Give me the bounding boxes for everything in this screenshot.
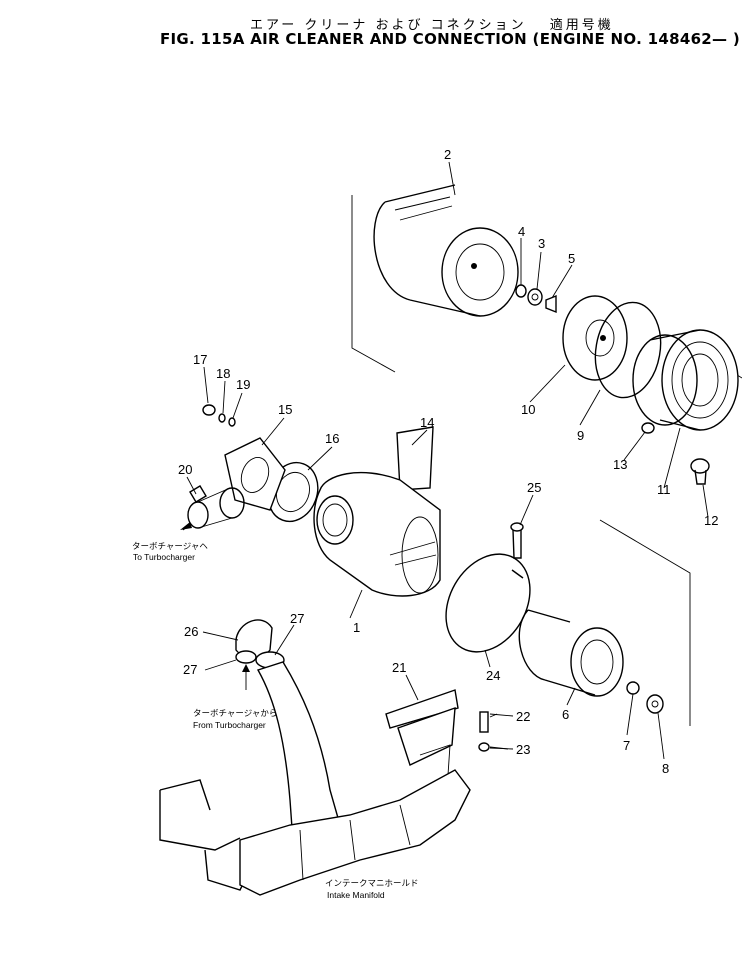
elbow-part-26 <box>235 619 285 669</box>
part-label-3: 3 <box>538 236 545 251</box>
housing-body-part-1 <box>313 472 441 597</box>
part-label-2: 2 <box>444 147 451 162</box>
washer-part-7 <box>626 681 640 695</box>
washer-part-4 <box>515 284 527 298</box>
washer-part-18 <box>218 413 226 423</box>
part-label-13: 13 <box>613 457 627 472</box>
part-label-12: 12 <box>704 513 718 528</box>
inner-filter-element-part-6 <box>518 609 624 697</box>
title-japanese: エアー クリーナ および コネクション 適用号機 <box>250 18 614 33</box>
annotation-notes: ターボチャージャヘ To Turbocharger ターボチャージャから Fro… <box>132 541 419 900</box>
from-turbo-note-en: From Turbocharger <box>193 720 266 730</box>
figure-title: FIG. 115A AIR CLEANER AND CONNECTION (EN… <box>160 30 741 48</box>
part-label-6: 6 <box>562 707 569 722</box>
nut-part-8 <box>646 694 664 714</box>
lower-reference-plane <box>599 519 691 726</box>
cover-part-11 <box>632 329 739 431</box>
part-label-7: 7 <box>623 738 630 753</box>
part-label-4: 4 <box>518 224 525 239</box>
part-label-20: 20 <box>178 462 192 477</box>
part-label-16: 16 <box>325 431 339 446</box>
part-label-25: 25 <box>527 480 541 495</box>
part-label-15: 15 <box>278 402 292 417</box>
part-label-10: 10 <box>521 402 535 417</box>
manifold-note-en: Intake Manifold <box>327 890 385 900</box>
part-label-9: 9 <box>577 428 584 443</box>
clip-part-13 <box>641 422 655 434</box>
nut-part-3 <box>527 288 543 306</box>
part-label-22: 22 <box>516 709 530 724</box>
seal-ring-part-9 <box>594 301 662 399</box>
wing-nut-part-5 <box>545 294 557 314</box>
part-label-17: 17 <box>193 352 207 367</box>
washer-part-23 <box>478 742 490 752</box>
leader-lines <box>186 161 709 760</box>
part-label-18: 18 <box>216 366 230 381</box>
intake-manifold <box>159 769 471 896</box>
to-turbo-note-en: To Turbocharger <box>133 552 195 562</box>
part-label-23: 23 <box>516 742 530 757</box>
part-label-8: 8 <box>662 761 669 776</box>
bolt-part-22 <box>479 711 489 733</box>
part-labels: 1 2 3 4 5 6 7 8 9 10 11 12 13 14 15 16 1… <box>178 147 718 776</box>
part-label-24: 24 <box>486 668 500 683</box>
part-label-14: 14 <box>420 415 434 430</box>
part-label-21: 21 <box>392 660 406 675</box>
bolt-part-25 <box>510 522 524 559</box>
part-label-27-upper: 27 <box>290 611 304 626</box>
part-label-5: 5 <box>568 251 575 266</box>
bracket-part-21 <box>385 689 459 776</box>
direction-arrows <box>180 522 250 690</box>
part-label-26: 26 <box>184 624 198 639</box>
baffle-part-10 <box>562 295 628 381</box>
part-label-19: 19 <box>236 377 250 392</box>
valve-part-12 <box>690 458 710 485</box>
part-label-1: 1 <box>353 620 360 635</box>
manifold-note-jp: インテークマニホールド <box>325 878 419 888</box>
plate-part-14 <box>396 426 434 491</box>
clamp-band-part-24 <box>445 553 531 653</box>
outer-filter-element <box>373 184 519 317</box>
washer-part-19 <box>228 417 236 427</box>
part-label-11: 11 <box>657 482 671 497</box>
part-label-27-lower: 27 <box>183 662 197 677</box>
to-turbo-note-jp: ターボチャージャヘ <box>132 541 208 551</box>
bolt-part-17 <box>202 404 216 416</box>
from-turbo-note-jp: ターボチャージャから <box>193 708 277 718</box>
